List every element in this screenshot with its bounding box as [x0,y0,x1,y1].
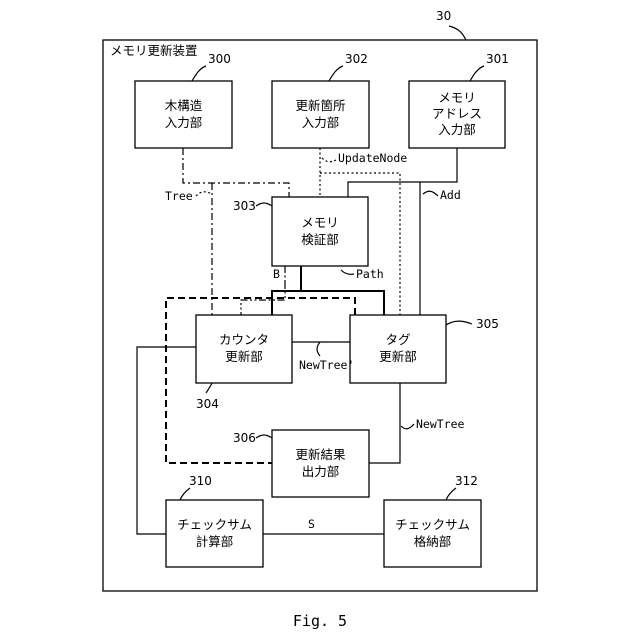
address-input-line-3: 入力部 [438,122,476,137]
signal-newtree-prime: NewTree' [299,342,354,372]
checksum-store-ref: 312 [455,474,478,488]
result-output-line-2: 出力部 [302,464,340,479]
result-output-ref: 306 [233,431,256,445]
checksum-store-line-2: 格納部 [414,534,452,549]
device-leader [449,26,466,40]
block-checksum-store: チェックサム 格納部 312 [384,474,481,567]
signal-s-label: S [308,517,315,531]
signal-path: Path [341,267,384,281]
block-update-input: 更新箇所 入力部 302 [272,52,369,148]
signal-newtree-prime-label: NewTree' [299,358,354,372]
memory-verify-ref: 303 [233,199,256,213]
counter-update-line-1: カウンタ [219,332,269,347]
signal-tree-label: Tree [165,189,193,203]
device-label: メモリ更新装置 [110,43,198,58]
block-result-output: 更新結果 出力部 306 [233,430,369,497]
signal-updatenode-label: UpdateNode [338,151,407,165]
tree-input-line-1: 木構造 [165,98,203,113]
signal-b-label: B [273,267,280,281]
figure-caption: Fig. 5 [293,612,347,630]
checksum-calc-line-2: 計算部 [196,534,234,549]
signal-s: S [308,517,315,531]
tree-line-to-verify [183,148,289,197]
update-input-line-1: 更新箇所 [295,98,345,113]
signal-path-label: Path [356,267,384,281]
result-output-line-1: 更新結果 [295,447,346,462]
signal-updatenode: UpdateNode [322,151,407,165]
address-input-ref: 301 [486,52,509,66]
tag-update-line-2: 更新部 [379,349,417,364]
update-input-ref: 302 [345,52,368,66]
memory-verify-line-2: 検証部 [301,232,339,247]
address-input-line-2: アドレス [432,106,482,121]
block-address-input: メモリ アドレス 入力部 301 [409,52,509,148]
checksum-calc-ref: 310 [189,474,212,488]
tag-update-ref: 305 [476,317,499,331]
update-input-line-2: 入力部 [302,115,340,130]
memory-verify-line-1: メモリ [301,215,339,230]
signal-b: B [273,267,280,281]
address-input-line-1: メモリ [438,90,476,105]
newtree-line [369,383,400,463]
block-counter-update: カウンタ 更新部 304 [196,315,292,411]
tag-update-line-1: タグ [385,332,410,347]
checksum-store-line-1: チェックサム [395,517,470,532]
signal-newtree-label: NewTree [416,417,465,431]
counter-update-ref: 304 [196,397,219,411]
signal-tree: Tree [165,189,212,203]
signal-add: Add [423,188,461,202]
block-checksum-calc: チェックサム 計算部 310 [166,474,263,567]
checksum-calc-line-1: チェックサム [177,517,252,532]
tree-input-line-2: 入力部 [165,115,203,130]
block-tree-input: 木構造 入力部 300 [135,52,232,148]
counter-update-line-2: 更新部 [225,349,263,364]
signal-newtree: NewTree [401,417,465,431]
block-tag-update: タグ 更新部 305 [350,315,499,383]
signal-add-label: Add [440,188,461,202]
tree-input-ref: 300 [208,52,231,66]
block-memory-verify: メモリ 検証部 303 [233,197,368,266]
device-ref: 30 [436,9,451,23]
